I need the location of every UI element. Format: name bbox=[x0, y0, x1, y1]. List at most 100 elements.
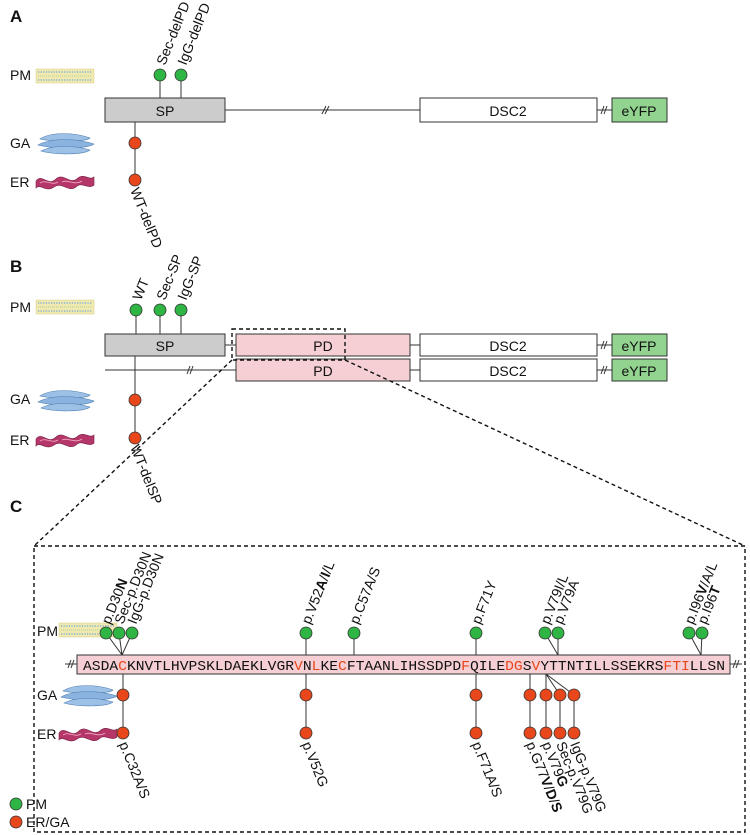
pm-marker-igg-sp bbox=[174, 303, 188, 317]
legend-ergs-swatch bbox=[9, 815, 23, 829]
break-mark-b2 bbox=[186, 365, 194, 375]
seq-seg-highlight: L bbox=[312, 660, 321, 675]
pm-label-b: PM bbox=[10, 299, 31, 315]
ga-marker-v79g bbox=[539, 688, 553, 702]
ga-label-b: GA bbox=[10, 391, 31, 407]
seq-seg: KE bbox=[320, 660, 338, 675]
er-marker-f71 bbox=[469, 726, 483, 740]
sp-label-b: SP bbox=[156, 338, 175, 354]
pm-label-c: PM bbox=[37, 623, 58, 639]
zoom-panel-frame bbox=[33, 545, 746, 833]
seq-seg-highlight: FTI bbox=[663, 660, 689, 675]
seq-seg: KNVTLHVPSKLDAEKLVGR bbox=[127, 660, 294, 675]
pm-marker-v52 bbox=[299, 626, 313, 640]
zoom-guide-left bbox=[33, 359, 233, 547]
er-icon bbox=[35, 433, 95, 448]
pm-marker-f71y bbox=[469, 626, 483, 640]
break-mark bbox=[67, 659, 75, 669]
legend-pm-label: PM bbox=[26, 796, 47, 812]
label-part: / bbox=[315, 573, 331, 583]
seq-seg: N bbox=[303, 660, 312, 675]
pm-marker-igg-delpd bbox=[174, 68, 188, 82]
pd-label-b1: PD bbox=[313, 338, 332, 354]
panel-label-b: B bbox=[10, 257, 22, 276]
pm-label-a: PM bbox=[10, 67, 31, 83]
er-label-c: ER bbox=[37, 726, 56, 742]
seq-seg-highlight: F bbox=[461, 660, 470, 675]
seq-seg-highlight: V bbox=[532, 660, 542, 675]
dsc2-label-a: DSC2 bbox=[489, 103, 527, 119]
ga-marker-c32 bbox=[116, 688, 130, 702]
ga-label-c: GA bbox=[37, 687, 58, 703]
label-v52g: p.V52G bbox=[299, 739, 332, 789]
ga-label-a: GA bbox=[10, 135, 31, 151]
zoom-guide-right bbox=[344, 359, 746, 547]
seq-seg-highlight: V bbox=[294, 660, 304, 675]
er-marker-v52g bbox=[299, 726, 313, 740]
eyfp-label-b2: eYFP bbox=[621, 363, 656, 379]
sp-label-a: SP bbox=[156, 103, 175, 119]
seq-seg: FTAANLIHSSDPD bbox=[347, 660, 461, 675]
label-wt-delsp: WT-delSP bbox=[127, 442, 165, 506]
label-part: I bbox=[317, 570, 333, 580]
legend-ergs-label: ER/GA bbox=[26, 814, 70, 830]
pm-marker-sec-sp bbox=[153, 303, 167, 317]
break-mark-b1 bbox=[600, 340, 608, 350]
ga-marker-igg-v79g bbox=[567, 688, 581, 702]
zoom-box bbox=[231, 328, 346, 361]
er-icon bbox=[35, 175, 95, 190]
golgi-icon bbox=[37, 390, 95, 412]
panel-label-c: C bbox=[10, 497, 22, 516]
pm-marker-sec-delpd bbox=[153, 68, 167, 82]
seq-seg: YTTNTILLSSEKRS bbox=[540, 660, 663, 675]
pm-marker-wt bbox=[129, 303, 143, 317]
dsc2-label-b1: DSC2 bbox=[489, 338, 527, 354]
sp-domain-a bbox=[104, 97, 226, 123]
seq-seg: S bbox=[523, 660, 532, 675]
legend-pm-swatch bbox=[9, 797, 23, 811]
seq-seg: QILE bbox=[470, 660, 505, 675]
er-marker-wt-delsp bbox=[128, 431, 142, 445]
panel-label-a: A bbox=[10, 7, 22, 26]
plasma-membrane-icon bbox=[35, 68, 95, 84]
pm-marker-i96t bbox=[695, 626, 709, 640]
ga-marker-sec-v79g bbox=[553, 688, 567, 702]
eyfp-domain-b1 bbox=[611, 333, 668, 357]
label-v52: p.V52A/I/L bbox=[298, 559, 338, 627]
pm-marker-v79a bbox=[551, 626, 565, 640]
er-marker-igg-v79g bbox=[567, 726, 581, 740]
plasma-membrane-icon bbox=[35, 299, 95, 315]
seq-seg-highlight: C bbox=[118, 660, 127, 675]
ga-marker-g77 bbox=[523, 688, 537, 702]
pm-marker-i96v bbox=[682, 626, 696, 640]
er-icon bbox=[58, 727, 118, 742]
label-c32: p.C32A/S bbox=[116, 739, 153, 801]
eyfp-domain-b2 bbox=[611, 358, 668, 382]
eyfp-label-b1: eYFP bbox=[621, 338, 656, 354]
er-label-a: ER bbox=[10, 174, 29, 190]
eyfp-label-a: eYFP bbox=[621, 103, 656, 119]
dsc2-label-b2: DSC2 bbox=[489, 363, 527, 379]
pd-label-b2: PD bbox=[313, 363, 332, 379]
golgi-icon bbox=[37, 133, 95, 155]
pm-marker-igg-d30n bbox=[125, 626, 139, 640]
ga-marker-wt-delpd bbox=[128, 136, 142, 150]
ga-marker-wt-delsp bbox=[128, 393, 142, 407]
dsc2-domain-a bbox=[419, 97, 598, 123]
pm-marker-v79il bbox=[538, 626, 552, 640]
eyfp-domain-a bbox=[611, 97, 668, 123]
label-part: p.V52 bbox=[298, 586, 327, 626]
break-mark-b2b bbox=[600, 365, 608, 375]
seq-seg: LLSN bbox=[690, 660, 725, 675]
er-marker-sec-v79g bbox=[553, 726, 567, 740]
seq-seg-highlight: DG bbox=[505, 660, 523, 675]
label-part: / bbox=[546, 796, 562, 806]
ga-marker-f71 bbox=[469, 688, 483, 702]
er-label-b: ER bbox=[10, 432, 29, 448]
label-part: / bbox=[541, 783, 557, 793]
er-marker-wt-delpd bbox=[128, 173, 142, 187]
label-f71as: p.F71A/S bbox=[469, 739, 506, 799]
label-c57: p.C57A/S bbox=[346, 565, 383, 627]
er-marker-v79g bbox=[539, 726, 553, 740]
